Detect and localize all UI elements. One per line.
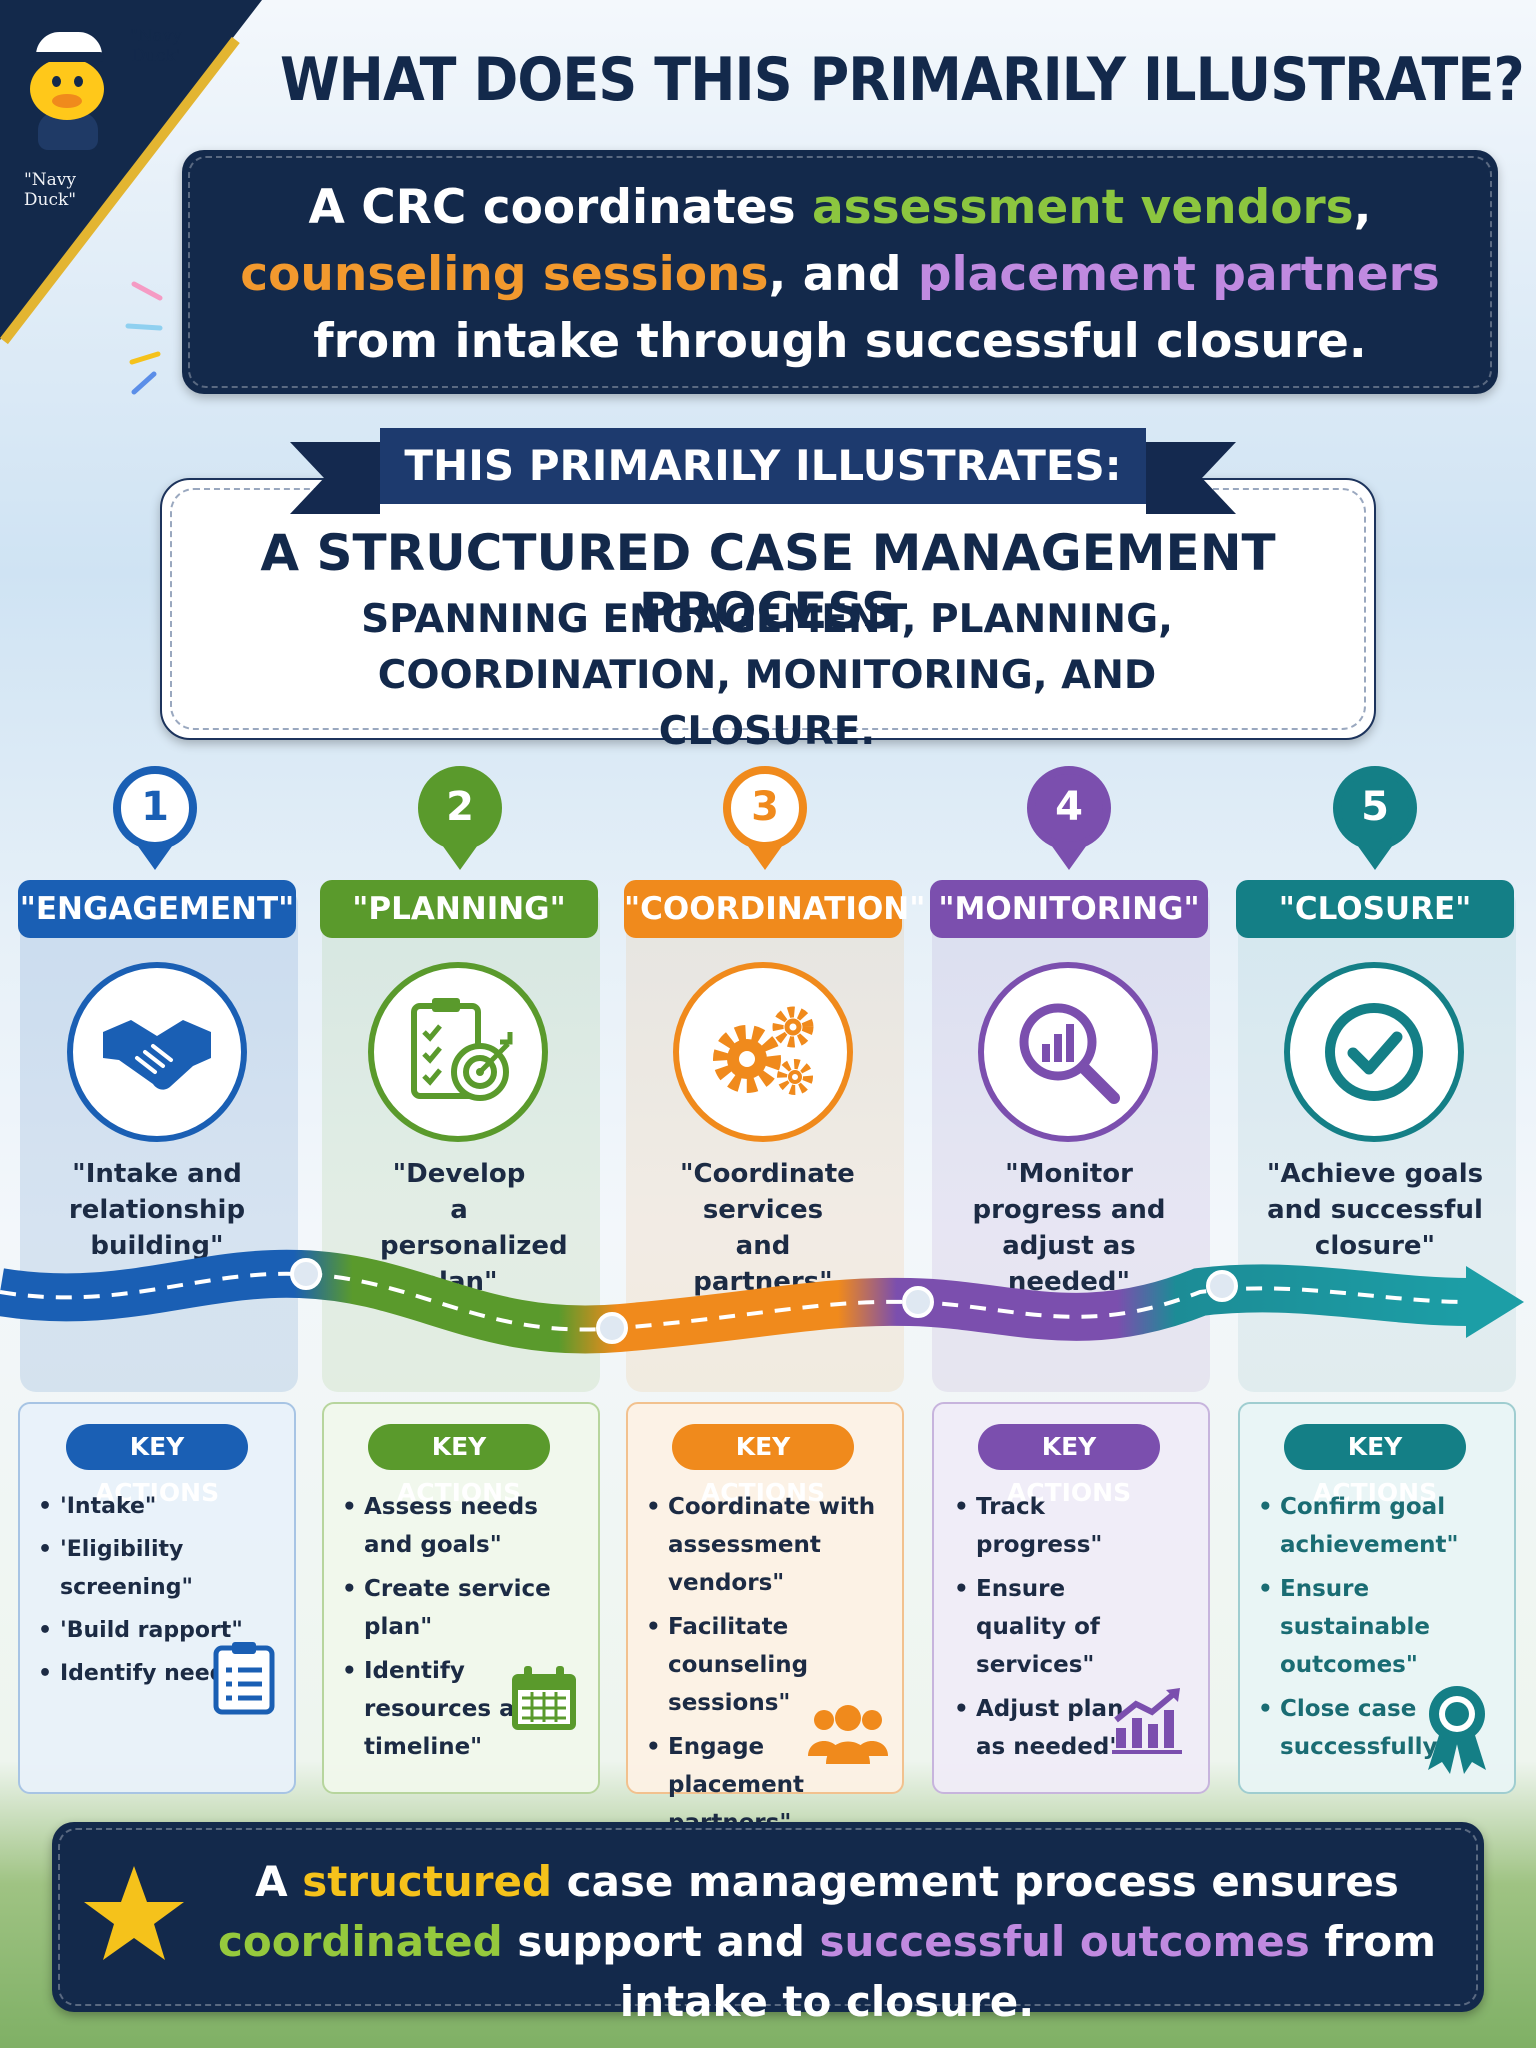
key-actions-list-coordination: •Coordinate with assessment vendors" •Fa…: [646, 1488, 886, 1842]
checkmark-icon: [1284, 962, 1464, 1142]
list-item: Assess needs and goals": [364, 1494, 538, 1558]
list-item: 'Build rapport": [60, 1618, 243, 1643]
list-item: Adjust plan as needed": [976, 1696, 1124, 1760]
key-actions-label-3: KEY ACTIONS: [672, 1424, 854, 1507]
list-item: Ensure sustainable outcomes": [1280, 1576, 1430, 1678]
step-number-3: 3: [723, 766, 807, 850]
key-actions-label-5: KEY ACTIONS: [1284, 1424, 1466, 1507]
step-desc-closure: "Achieve goals and successful closure": [1266, 1159, 1484, 1261]
key-actions-list-closure: •Confirm goal achievement" •Ensure susta…: [1258, 1494, 1459, 1760]
intro-box: A CRC coordinates assessment vendors, co…: [182, 150, 1498, 394]
highlight-successful-outcomes: successful outcomes: [819, 1917, 1310, 1966]
calendar-icon: [512, 1666, 576, 1730]
step-title-planning: "PLANNING": [320, 880, 598, 938]
step-number-4: 4: [1027, 766, 1111, 850]
list-item: Close case successfully": [1280, 1696, 1450, 1760]
key-actions-label-2: KEY ACTIONS: [368, 1424, 550, 1507]
footer-text: A structured case management process ens…: [218, 1857, 1436, 2026]
handshake-icon: [67, 962, 247, 1142]
ribbon-banner: THIS PRIMARILY ILLUSTRATES:: [290, 428, 1236, 518]
highlight-structured: structured: [302, 1857, 553, 1906]
step-number-1: 1: [113, 766, 197, 850]
key-actions-list-monitoring: •Track progress" •Ensure quality of serv…: [954, 1494, 1124, 1760]
step-number-2: 2: [418, 766, 502, 850]
magnifier-chart-icon: [978, 962, 1158, 1142]
page-title: WHAT DOES THIS PRIMARILY ILLUSTRATE?: [280, 45, 1525, 115]
list-item: Track progress": [976, 1494, 1103, 1558]
step-number-5: 5: [1333, 766, 1417, 850]
highlight-counseling-sessions: counseling sessions: [240, 247, 769, 302]
footer-box: A structured case management process ens…: [52, 1822, 1484, 2026]
key-actions-label-1: KEY ACTIONS: [66, 1424, 248, 1507]
list-item: Create service plan": [364, 1576, 551, 1640]
highlight-placement-partners: placement partners: [917, 247, 1440, 302]
summary-box: A STRUCTURED CASE MANAGEMENT PROCESS SPA…: [160, 478, 1376, 754]
list-item: Engage placement partners": [668, 1734, 805, 1836]
list-item: Facilitate counseling sessions": [668, 1614, 809, 1716]
step-title-monitoring: "MONITORING": [930, 880, 1208, 938]
summary-heading: A STRUCTURED CASE MANAGEMENT PROCESS: [260, 524, 1276, 640]
clipboard-icon: [213, 1642, 275, 1715]
step-title-closure: "CLOSURE": [1236, 880, 1514, 938]
award-ribbon-icon: [1428, 1686, 1486, 1774]
step-title-coordination: "COORDINATION": [624, 880, 925, 938]
list-item: Confirm goal achievement": [1280, 1494, 1459, 1558]
list-item: Ensure quality of services": [976, 1576, 1100, 1678]
growth-chart-icon: [1112, 1688, 1182, 1754]
ribbon-text: THIS PRIMARILY ILLUSTRATES:: [404, 441, 1122, 490]
step-desc-engagement: "Intake and relationship building": [68, 1159, 246, 1261]
star-icon: [84, 1866, 184, 1960]
list-item: 'Intake": [60, 1494, 157, 1519]
intro-text: A CRC coordinates assessment vendors, co…: [240, 180, 1440, 369]
mascot-label-bottom: "Navy Duck": [23, 170, 77, 210]
people-icon: [808, 1705, 888, 1764]
list-item: 'Eligibility screening": [60, 1537, 193, 1600]
highlight-assessment-vendors: assessment vendors: [811, 180, 1354, 235]
summary-subheading: SPANNING ENGAGEMENT, PLANNING, COORDINAT…: [361, 597, 1173, 754]
plan-target-icon: [368, 962, 548, 1142]
gears-icon: [673, 962, 853, 1142]
step-title-engagement: "ENGAGEMENT": [18, 880, 296, 938]
process-road-path: [0, 1249, 1524, 1354]
highlight-coordinated: coordinated: [218, 1917, 503, 1966]
key-actions-label-4: KEY ACTIONS: [978, 1424, 1160, 1507]
sparkle-lines-icon: [125, 281, 163, 395]
key-actions-list-engagement: •'Intake" •'Eligibility screening" •'Bui…: [38, 1494, 250, 1686]
list-item: Coordinate with assessment vendors": [668, 1494, 876, 1596]
step-desc-monitoring: "Monitor progress and adjust as needed": [972, 1159, 1166, 1297]
mascot-label-top: "Navy Duck': [129, 26, 183, 66]
